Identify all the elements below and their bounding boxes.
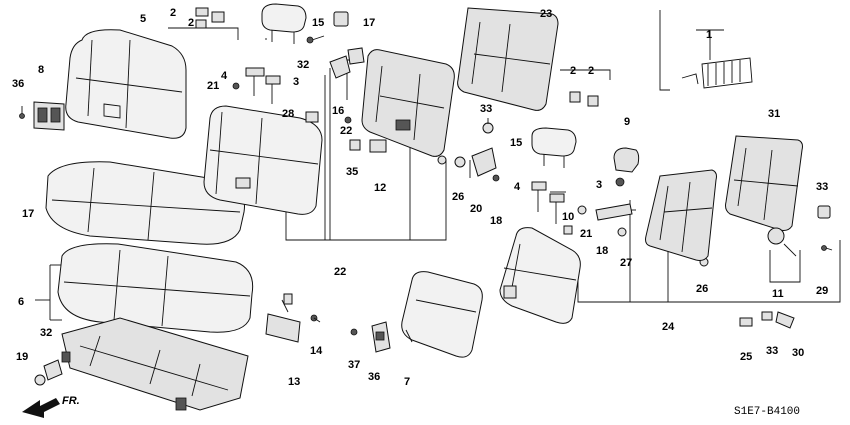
small-fasteners-left xyxy=(19,7,225,386)
callout-11: 6 xyxy=(18,296,24,308)
callout-33a: 33 xyxy=(480,103,492,115)
callout-35: 35 xyxy=(346,166,358,178)
callout-15a: 15 xyxy=(312,17,324,29)
callout-34: 19 xyxy=(16,351,28,363)
callout-21a: 21 xyxy=(207,80,219,92)
bottom-right-parts xyxy=(739,311,795,329)
callout-31: 31 xyxy=(768,108,780,120)
front-direction-arrow xyxy=(22,398,60,418)
callout-10: 17 xyxy=(22,208,34,220)
callout-22b: 26 xyxy=(696,283,708,295)
callout-33b: 3 xyxy=(596,179,602,191)
callout-2a: 2 xyxy=(170,7,176,19)
hinge-cover-9 xyxy=(613,147,640,173)
callout-19: 30 xyxy=(792,347,804,359)
callout-3a: 3 xyxy=(293,76,299,88)
back-panel-31 xyxy=(725,135,803,231)
center-fasteners xyxy=(344,91,599,182)
callout-20: 20 xyxy=(470,203,482,215)
callout-labels: 5 2 2 15 17 23 1 36 8 4 3 21 32 16 22 33… xyxy=(12,7,828,388)
spring-clips xyxy=(681,57,753,89)
seatback-frame-right xyxy=(645,169,717,261)
callout-17b: 33 xyxy=(816,181,828,193)
cushion-frame xyxy=(61,317,249,411)
callout-22a: 22 xyxy=(340,125,352,137)
callout-15b: 15 xyxy=(510,137,522,149)
callout-37: 14 xyxy=(310,345,323,357)
callout-2d: 2 xyxy=(588,65,594,77)
callout-25: 24 xyxy=(662,321,675,333)
callout-32b: 29 xyxy=(816,285,828,297)
callout-16: 16 xyxy=(332,105,344,117)
callout-26a: 26 xyxy=(452,191,464,203)
bracket-16 xyxy=(306,35,365,79)
rear-seatback-cover xyxy=(65,29,187,139)
callout-1: 1 xyxy=(706,29,712,41)
callout-30: 33 xyxy=(766,345,778,357)
callout-13: 32 xyxy=(40,327,52,339)
callout-4a: 4 xyxy=(221,70,228,82)
headrest-right xyxy=(531,127,577,168)
callout-18b: 21 xyxy=(580,228,592,240)
diagram-code: S1E7-B4100 xyxy=(734,406,800,418)
knob-17 xyxy=(333,11,349,27)
callout-6: 22 xyxy=(334,266,346,278)
callout-4b: 4 xyxy=(514,181,521,193)
buckle-7 xyxy=(350,321,391,353)
callout-9: 9 xyxy=(624,116,630,128)
callout-5: 5 xyxy=(140,13,146,25)
center-panel xyxy=(33,101,65,131)
callout-2b: 2 xyxy=(188,17,194,29)
callout-23: 23 xyxy=(540,8,552,20)
seatback-frame-center xyxy=(361,49,455,157)
seatback-right xyxy=(499,227,581,324)
callout-29: 11 xyxy=(772,288,784,300)
callout-24: 7 xyxy=(404,376,410,388)
callout-21b: 10 xyxy=(562,211,574,223)
side-bolster-24 xyxy=(401,271,483,358)
back-frame-23 xyxy=(457,7,559,111)
callout-17a: 17 xyxy=(363,17,375,29)
front-direction-label: FR. xyxy=(62,395,80,407)
callout-18a: 18 xyxy=(490,215,502,227)
headrest-left xyxy=(261,3,307,44)
callout-7: 36 xyxy=(368,371,380,383)
callout-36b: 37 xyxy=(348,359,360,371)
cushion-pad xyxy=(57,243,254,333)
callout-36a: 36 xyxy=(12,78,24,90)
callout-27: 18 xyxy=(596,245,608,257)
callout-32a: 32 xyxy=(297,59,309,71)
cushion-cover xyxy=(45,161,245,245)
callout-14: 13 xyxy=(288,376,300,388)
latch-29 xyxy=(767,205,833,257)
callout-8: 8 xyxy=(38,64,44,76)
seatback-left xyxy=(203,105,323,215)
bracket-14 xyxy=(265,293,321,343)
callout-28: 28 xyxy=(282,108,294,120)
hinge-parts-left xyxy=(232,67,319,123)
callout-26b: 27 xyxy=(620,257,632,269)
callout-2c: 2 xyxy=(570,65,576,77)
hinge-parts-right xyxy=(531,177,709,267)
callout-33c: 25 xyxy=(740,351,752,363)
callout-12: 12 xyxy=(374,182,386,194)
